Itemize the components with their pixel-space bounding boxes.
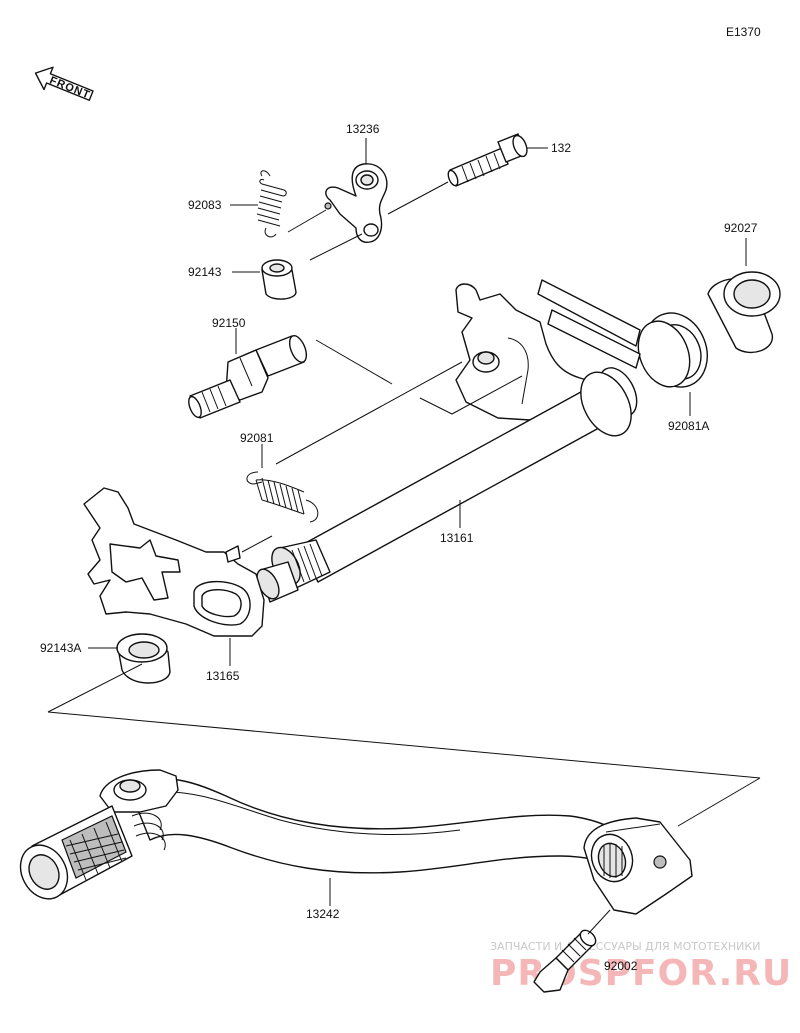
label-92027: 92027: [724, 221, 758, 235]
part-13242-shift-pedal: [19, 769, 693, 915]
part-92143-collar: [261, 259, 297, 300]
label-92150: 92150: [212, 316, 246, 330]
watermark-tagline: ЗАПЧАСТИ И АКСЕССУАРЫ ДЛЯ МОТОТЕХНИКИ: [490, 940, 760, 953]
part-92143A-washer: [116, 633, 171, 684]
label-13161: 13161: [440, 531, 474, 545]
label-92143A: 92143A: [40, 641, 81, 655]
front-label: FRONT: [48, 74, 92, 101]
part-13165-shift-plate: [83, 487, 265, 637]
label-13242: 13242: [306, 907, 340, 921]
part-13161-shift-shaft: [256, 279, 641, 603]
front-arrow-icon: FRONT: [34, 66, 94, 102]
part-92083-spring: [256, 170, 287, 238]
label-132: 132: [551, 141, 571, 155]
label-13236: 13236: [346, 122, 380, 136]
part-132-bolt: [447, 133, 528, 187]
label-13165: 13165: [206, 669, 240, 683]
label-92083: 92083: [188, 198, 222, 212]
watermark-brand: PROSPFOR.RU: [490, 953, 792, 994]
part-92002-bolt: [533, 929, 597, 993]
diagram-code: E1370: [726, 25, 761, 39]
part-92081A-washer: [637, 312, 708, 388]
part-13236-stopper-plate: [324, 163, 388, 243]
part-92081-return-spring: [246, 471, 319, 523]
label-92081: 92081: [240, 431, 274, 445]
label-92143: 92143: [188, 265, 222, 279]
label-92081A: 92081A: [668, 419, 709, 433]
part-92027-bushing: [707, 271, 781, 353]
label-92002: 92002: [604, 959, 638, 973]
part-92150-stud-pin: [188, 335, 308, 419]
